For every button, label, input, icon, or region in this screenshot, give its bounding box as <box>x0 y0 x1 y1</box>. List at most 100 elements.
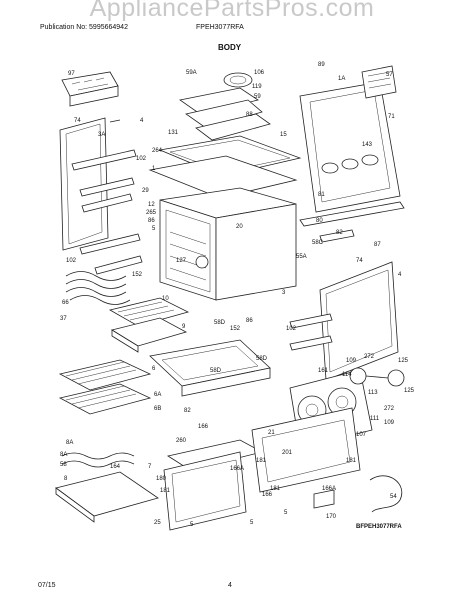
callout-80: 80 <box>316 218 323 224</box>
callout-161: 161 <box>318 368 329 374</box>
callout-54: 54 <box>390 494 397 500</box>
callout-119: 119 <box>252 84 262 90</box>
callout-5-d: 5 <box>284 510 288 516</box>
part-102-right-rails <box>289 313 333 351</box>
callout-106: 106 <box>254 70 265 76</box>
callout-86: 86 <box>148 218 155 224</box>
callout-6b: 6B <box>154 406 161 412</box>
callout-82-b: 82 <box>184 408 191 414</box>
callout-10: 10 <box>162 296 169 302</box>
diagram-code: BFPEH3077RFA <box>356 524 402 530</box>
callout-164: 164 <box>110 464 121 470</box>
callout-102-b: 102 <box>66 258 77 264</box>
callout-166a: 166A <box>230 466 244 472</box>
callout-1a: 1A <box>338 76 345 82</box>
callout-102-c: 102 <box>286 326 297 332</box>
callout-8a-b: 8A <box>60 452 67 458</box>
callout-7: 7 <box>148 464 152 470</box>
callout-127: 127 <box>176 258 187 264</box>
callout-82: 82 <box>336 230 343 236</box>
callout-25: 25 <box>154 520 161 526</box>
part-109-motor-assembly <box>349 367 405 387</box>
callout-1: 1 <box>152 166 156 172</box>
callout-74: 74 <box>74 118 81 124</box>
callout-107: 107 <box>356 432 367 438</box>
callout-5: 5 <box>152 226 156 232</box>
footer-date: 07/15 <box>38 582 56 589</box>
callout-102: 102 <box>136 156 147 162</box>
callout-3a: 3A <box>98 132 105 138</box>
callout-6a: 6A <box>154 392 161 398</box>
callout-89: 89 <box>318 62 325 68</box>
part-58d-drawer-frame <box>149 339 271 397</box>
callout-97: 97 <box>68 71 75 77</box>
part-131-top-cover <box>148 135 302 199</box>
part-3a-side-panel <box>59 117 121 251</box>
part-1a-rear-panel <box>299 65 401 213</box>
callout-12: 12 <box>148 202 155 208</box>
callout-8a: 8A <box>66 440 73 446</box>
callout-166-b: 166 <box>262 492 273 498</box>
callout-9: 9 <box>182 324 186 330</box>
callout-58d-c: 58D <box>210 368 222 374</box>
part-20-oven-cavity <box>159 187 297 301</box>
callout-265: 265 <box>146 210 157 216</box>
callout-71: 71 <box>388 114 395 120</box>
callout-125-b: 125 <box>404 388 415 394</box>
callout-4-b: 4 <box>398 272 402 278</box>
callout-15: 15 <box>280 132 287 138</box>
callout-180: 180 <box>156 476 167 482</box>
callout-260: 260 <box>176 438 187 444</box>
callout-131: 131 <box>168 130 179 136</box>
callout-109-b: 109 <box>384 420 395 426</box>
callout-labels: 97 59A 106 119 59 89 1A 57 74 3A 4 131 2… <box>60 62 415 528</box>
callout-58d-b: 58D <box>256 356 268 362</box>
callout-37: 37 <box>60 316 67 322</box>
callout-81: 81 <box>318 192 325 198</box>
footer-page-number: 4 <box>228 582 232 589</box>
callout-109: 109 <box>346 358 357 364</box>
callout-57: 57 <box>386 72 393 78</box>
callout-152-b: 152 <box>230 326 241 332</box>
callout-272-b: 272 <box>384 406 395 412</box>
callout-29: 29 <box>142 188 149 194</box>
callout-74-b: 74 <box>356 258 363 264</box>
callout-114: 114 <box>342 372 352 378</box>
callout-181-c: 181 <box>160 488 171 494</box>
callout-166: 166 <box>198 424 209 430</box>
callout-181: 181 <box>256 458 267 464</box>
callout-166a-b: 166A <box>322 486 336 492</box>
callout-272: 272 <box>364 354 375 360</box>
part-54-wire <box>369 475 403 513</box>
callout-143: 143 <box>362 142 373 148</box>
part-25-bottom-plate <box>55 471 159 523</box>
part-97-bracket <box>61 71 119 107</box>
model-number: FPEH3077RFA <box>196 24 244 31</box>
callout-181-d: 181 <box>270 486 281 492</box>
callout-59a: 59A <box>186 70 197 76</box>
part-10-broil-pan <box>108 297 190 353</box>
section-title: BODY <box>218 43 242 52</box>
callout-58: 58 <box>60 462 67 468</box>
callout-3: 3 <box>282 290 286 296</box>
part-6-oven-racks <box>58 359 152 415</box>
callout-4: 4 <box>140 118 144 124</box>
callout-8: 8 <box>64 476 68 482</box>
part-170-bracket <box>313 489 335 509</box>
callout-125: 125 <box>398 358 409 364</box>
callout-88: 88 <box>246 112 253 118</box>
callout-181-b: 181 <box>346 458 357 464</box>
callout-87: 87 <box>374 242 381 248</box>
callout-170: 170 <box>326 514 337 520</box>
callout-20: 20 <box>236 224 243 230</box>
callout-5-c: 5 <box>250 520 254 526</box>
callout-66: 66 <box>62 300 69 306</box>
callout-86-b: 86 <box>246 318 253 324</box>
callout-6: 6 <box>152 366 156 372</box>
callout-59: 59 <box>254 94 261 100</box>
publication-number: Publication No: 5995664942 <box>40 24 128 31</box>
callout-113: 113 <box>368 390 378 396</box>
callout-201: 201 <box>282 450 293 456</box>
part-166-drawer-base <box>163 407 361 531</box>
